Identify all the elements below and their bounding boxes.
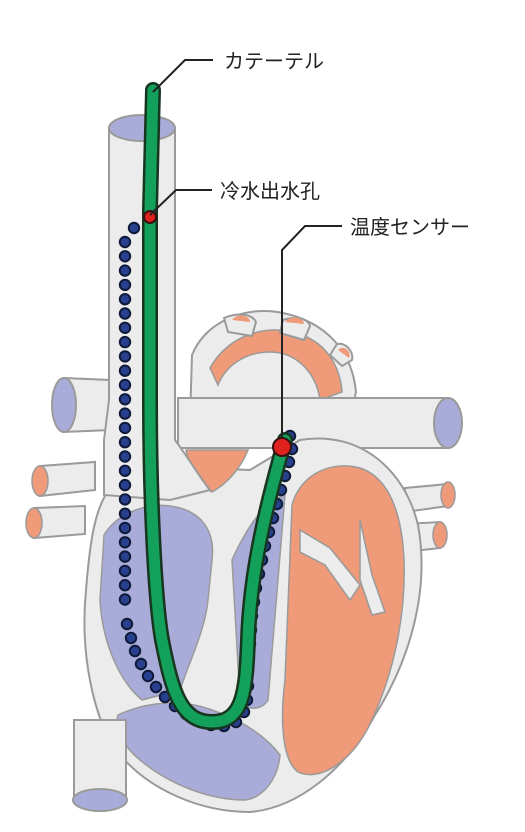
blood-flow-dot (126, 633, 136, 643)
left-ventricle (283, 466, 405, 775)
blood-flow-dot (120, 323, 130, 333)
temperature-sensor-label: 温度センサー (350, 215, 470, 239)
blood-flow-dot (120, 551, 130, 561)
blood-flow-dot (120, 265, 130, 275)
blood-flow-dot (130, 646, 140, 656)
blood-flow-dot (120, 308, 130, 318)
blood-flow-dot (120, 408, 130, 418)
blood-flow-dot (120, 366, 130, 376)
blood-flow-dot (120, 523, 130, 533)
blood-flow-dot (120, 451, 130, 461)
blood-flow-dot (120, 509, 130, 519)
catheter-label: カテーテル (224, 49, 324, 73)
blood-flow-dot (129, 223, 139, 233)
blood-flow-dot (120, 423, 130, 433)
blood-flow-dot (120, 437, 130, 447)
blood-flow-dot (120, 251, 130, 261)
blood-flow-dot (120, 237, 130, 247)
blood-flow-dot (120, 394, 130, 404)
blood-flow-dot (122, 619, 132, 629)
blood-flow-dot (120, 494, 130, 504)
cold-water-hole-marker (144, 211, 156, 223)
blood-flow-dot (120, 466, 130, 476)
catheter-leader-line (153, 60, 213, 92)
blood-flow-dot (120, 337, 130, 347)
blood-flow-dot (120, 280, 130, 290)
blood-flow-dot (120, 594, 130, 604)
blood-flow-dot (136, 659, 146, 669)
blood-flow-dot (120, 294, 130, 304)
blood-flow-dot (120, 566, 130, 576)
blood-flow-dot (120, 351, 130, 361)
blood-flow-dot (120, 480, 130, 490)
cold-water-hole-label: 冷水出水孔 (220, 179, 320, 203)
blood-flow-dot (120, 580, 130, 590)
blood-flow-dot (120, 380, 130, 390)
blood-flow-dot (151, 682, 161, 692)
blood-flow-dot (143, 671, 153, 681)
blood-flow-dot (120, 537, 130, 547)
inferior-vena-cava (73, 720, 127, 811)
temperature-sensor-marker (273, 438, 291, 456)
